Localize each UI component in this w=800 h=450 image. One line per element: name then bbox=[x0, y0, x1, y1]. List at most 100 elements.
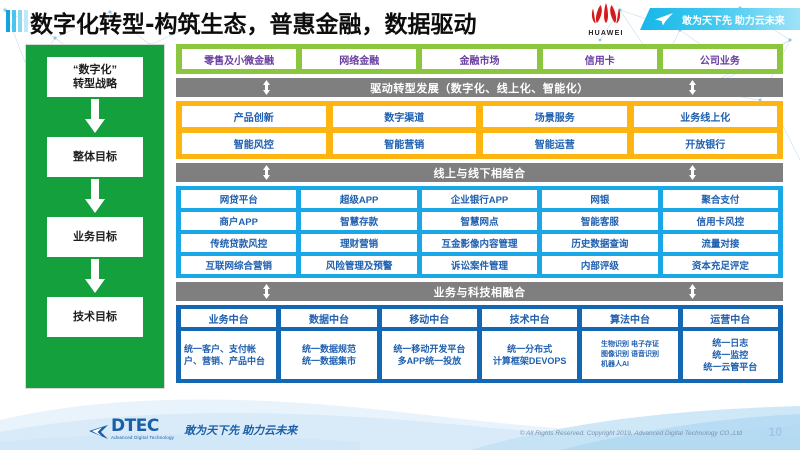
capability-cell[interactable]: 业务线上化 bbox=[633, 106, 777, 127]
connector-online-offline: 线上与线下相结合 bbox=[176, 163, 783, 182]
business-domain-cell[interactable]: 零售及小微金融 bbox=[182, 49, 297, 69]
huawei-logo: HUAWEI bbox=[578, 2, 634, 38]
platform-column-body[interactable]: 统一客户、支付帐户、营销、产品中台 bbox=[181, 331, 277, 379]
application-cell[interactable]: 智能客服 bbox=[542, 212, 658, 230]
connector-driving-transformation: 驱动转型发展（数字化、线上化、智能化） bbox=[176, 78, 783, 97]
strategy-box-line1: 整体目标 bbox=[73, 151, 117, 163]
application-cell[interactable]: 资本充足评定 bbox=[662, 256, 779, 274]
platform-column: 运营中台统一日志统一监控统一云管平台 bbox=[682, 309, 778, 379]
ribbon-text: 敢为天下先 助力云未来 bbox=[682, 15, 785, 27]
application-cell[interactable]: 超级APP bbox=[301, 190, 417, 208]
strategy-box-line2: 转型战略 bbox=[73, 78, 117, 90]
capability-band: 产品创新数字渠道场景服务业务线上化智能风控智能营销智能运营开放银行 bbox=[176, 101, 783, 159]
platform-column-header[interactable]: 运营中台 bbox=[682, 309, 778, 327]
platform-column-header[interactable]: 数据中台 bbox=[281, 309, 377, 327]
arrow-down-icon bbox=[85, 259, 105, 293]
platform-column: 业务中台统一客户、支付帐户、营销、产品中台 bbox=[181, 309, 277, 379]
capability-cell[interactable]: 智能运营 bbox=[483, 133, 627, 154]
application-cell[interactable]: 传统贷款风控 bbox=[181, 234, 297, 252]
application-cell[interactable]: 网贷平台 bbox=[181, 190, 297, 208]
footer-slogan: 敢为天下先 助力云未来 bbox=[184, 425, 298, 437]
capability-cell[interactable]: 产品创新 bbox=[182, 106, 326, 127]
application-row: 互联网综合营销风险管理及预警诉讼案件管理内部评级资本充足评定 bbox=[181, 256, 779, 274]
slide-header: 数字化转型-构筑生态，普惠金融，数据驱动 HUAWEI 敢为天下先 助力云未来 bbox=[0, 0, 800, 40]
connector-business-tech-fusion: 业务与科技相融合 bbox=[176, 282, 783, 301]
platform-column-header[interactable]: 业务中台 bbox=[181, 309, 277, 327]
slogan-ribbon: 敢为天下先 助力云未来 bbox=[640, 8, 800, 30]
application-cell[interactable]: 信用卡风控 bbox=[662, 212, 779, 230]
application-cell[interactable]: 流量对接 bbox=[662, 234, 779, 252]
dtec-logo: DTEC Advanced Digital Technology 敢为天下先 助… bbox=[88, 415, 298, 441]
strategy-box-1[interactable]: “数字化” 转型战略 bbox=[47, 57, 143, 97]
application-cell[interactable]: 智慧网点 bbox=[421, 212, 538, 230]
dtec-tagline: Advanced Digital Technology bbox=[111, 434, 175, 440]
platform-column-body[interactable]: 统一数据规范统一数据集市 bbox=[281, 331, 377, 379]
strategy-box-3[interactable]: 业务目标 bbox=[47, 217, 143, 257]
platform-column: 数据中台统一数据规范统一数据集市 bbox=[281, 309, 377, 379]
platform-column-body[interactable]: 统一移动开发平台多APP统一投放 bbox=[381, 331, 477, 379]
application-cell[interactable]: 商户APP bbox=[181, 212, 297, 230]
double-arrow-vertical-icon bbox=[263, 80, 270, 95]
platform-column-body[interactable]: 统一分布式计算框架DEVOPS bbox=[481, 331, 578, 379]
arrow-down-icon bbox=[85, 179, 105, 213]
application-cell[interactable]: 诉讼案件管理 bbox=[421, 256, 538, 274]
capability-cell[interactable]: 数字渠道 bbox=[332, 106, 476, 127]
architecture-diagram: “数字化”转型战略整体目标业务目标技术目标 零售及小微金融网络金融金融市场信用卡… bbox=[0, 40, 800, 400]
platform-column: 技术中台统一分布式计算框架DEVOPS bbox=[481, 309, 578, 379]
arrow-down-icon bbox=[82, 97, 108, 137]
strategy-box-4[interactable]: 技术目标 bbox=[47, 297, 143, 337]
stripe-bars-icon bbox=[6, 10, 28, 32]
application-cell[interactable]: 风险管理及预警 bbox=[301, 256, 417, 274]
huawei-flower-icon bbox=[591, 3, 621, 24]
application-cell[interactable]: 内部评级 bbox=[542, 256, 658, 274]
connector-label: 线上与线下相结合 bbox=[433, 167, 526, 180]
double-arrow-vertical-icon bbox=[263, 284, 270, 299]
capability-row: 产品创新数字渠道场景服务业务线上化 bbox=[182, 106, 777, 127]
double-arrow-vertical-icon bbox=[689, 284, 696, 299]
arrow-down-icon bbox=[82, 177, 108, 217]
application-cell[interactable]: 企业银行APP bbox=[421, 190, 538, 208]
business-domain-cell[interactable]: 信用卡 bbox=[542, 49, 657, 69]
page-number: 10 bbox=[768, 425, 782, 439]
application-cell[interactable]: 历史数据查询 bbox=[542, 234, 658, 252]
page-title: 数字化转型-构筑生态，普惠金融，数据驱动 bbox=[30, 12, 477, 38]
platform-column-header[interactable]: 算法中台 bbox=[582, 309, 678, 327]
dtec-wordmark: DTEC bbox=[111, 415, 159, 436]
huawei-wordmark: HUAWEI bbox=[588, 30, 624, 37]
capability-cell[interactable]: 智能风控 bbox=[182, 133, 326, 154]
application-row: 传统贷款风控理财营销互金影像内容管理历史数据查询流量对接 bbox=[181, 234, 779, 252]
business-domain-cell[interactable]: 公司业务 bbox=[662, 49, 778, 69]
strategy-box-line1: 技术目标 bbox=[73, 311, 117, 323]
arrow-down-icon bbox=[85, 99, 105, 133]
strategy-box-line1: “数字化” bbox=[73, 64, 117, 76]
application-cell[interactable]: 网银 bbox=[542, 190, 658, 208]
strategy-column: “数字化” 转型战略整体目标业务目标技术目标 bbox=[25, 44, 165, 389]
business-domain-cell[interactable]: 金融市场 bbox=[422, 49, 537, 69]
double-arrow-vertical-icon bbox=[689, 165, 696, 180]
double-arrow-vertical-icon bbox=[263, 165, 270, 180]
capability-cell[interactable]: 智能营销 bbox=[332, 133, 476, 154]
platform-column-header[interactable]: 技术中台 bbox=[481, 309, 578, 327]
business-domain-cell[interactable]: 网络金融 bbox=[302, 49, 417, 69]
application-cell[interactable]: 互金影像内容管理 bbox=[421, 234, 538, 252]
capability-cell[interactable]: 开放银行 bbox=[633, 133, 777, 154]
strategy-box-line1: 业务目标 bbox=[73, 231, 117, 243]
platform-column: 移动中台统一移动开发平台多APP统一投放 bbox=[381, 309, 477, 379]
application-cell[interactable]: 智慧存款 bbox=[301, 212, 417, 230]
capability-row: 智能风控智能营销智能运营开放银行 bbox=[182, 133, 777, 154]
platform-column-body[interactable]: 统一日志统一监控统一云管平台 bbox=[682, 331, 778, 379]
capability-cell[interactable]: 场景服务 bbox=[483, 106, 627, 127]
slide-footer: DTEC Advanced Digital Technology 敢为天下先 助… bbox=[0, 400, 800, 450]
platform-column-body[interactable]: 生物识别 电子存证图像识别 语音识别机器人AI bbox=[582, 331, 678, 379]
application-cell[interactable]: 聚合支付 bbox=[662, 190, 779, 208]
connector-label: 业务与科技相融合 bbox=[433, 286, 526, 299]
application-cell[interactable]: 互联网综合营销 bbox=[181, 256, 297, 274]
double-arrow-vertical-icon bbox=[689, 80, 696, 95]
business-domain-band: 零售及小微金融网络金融金融市场信用卡公司业务 bbox=[176, 44, 783, 74]
platform-band: 业务中台统一客户、支付帐户、营销、产品中台数据中台统一数据规范统一数据集市移动中… bbox=[176, 305, 783, 383]
platform-column-header[interactable]: 移动中台 bbox=[381, 309, 477, 327]
strategy-box-2[interactable]: 整体目标 bbox=[47, 137, 143, 177]
application-cell[interactable]: 理财营销 bbox=[301, 234, 417, 252]
